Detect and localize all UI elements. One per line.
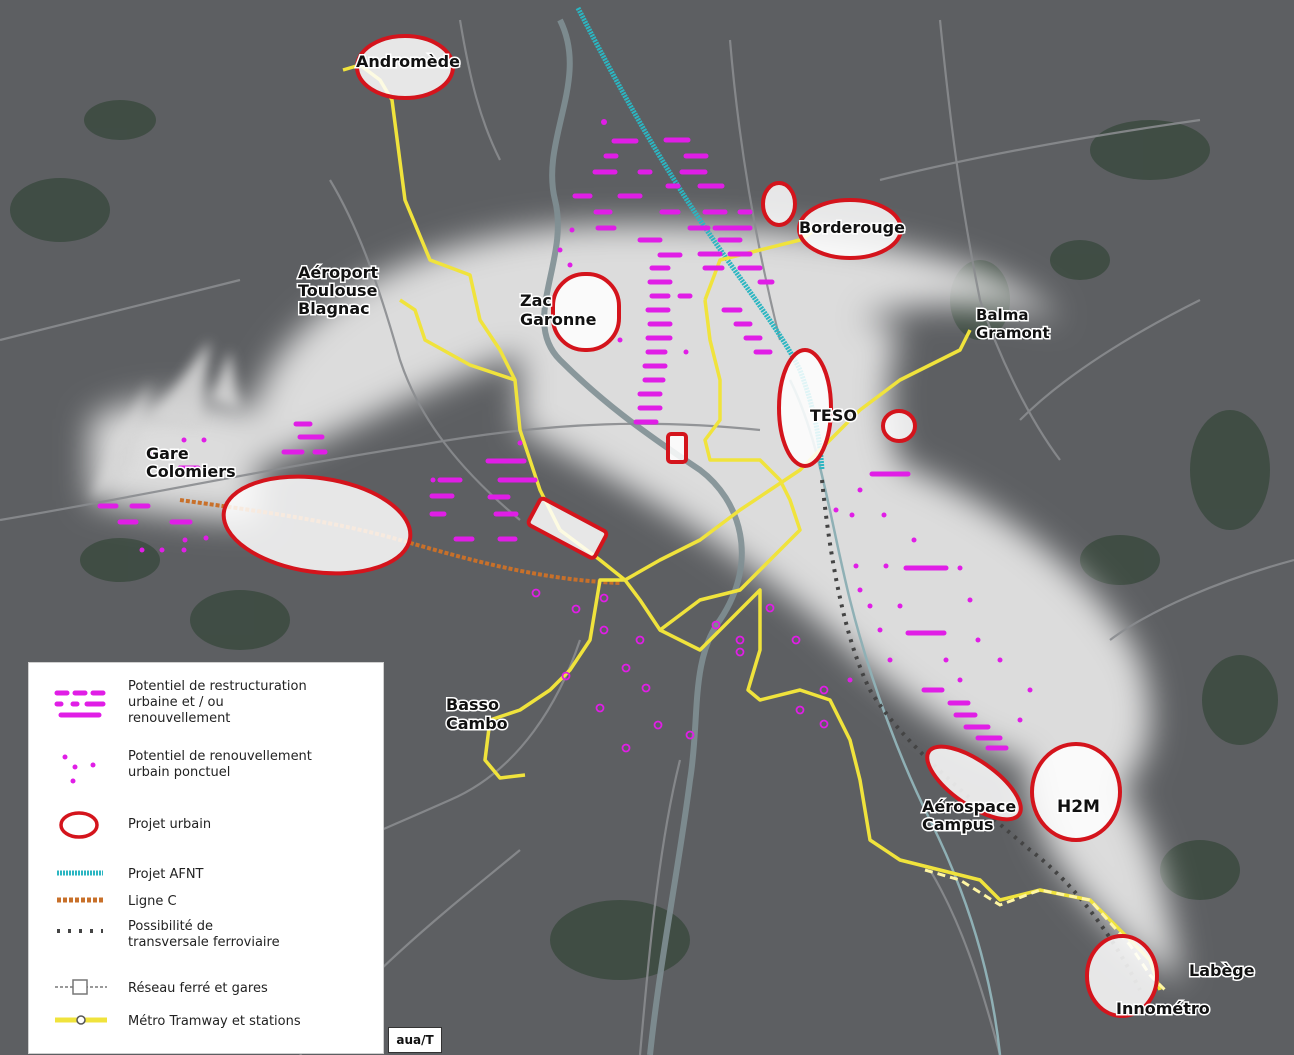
place-label-line: Basso [446,695,499,714]
place-label-h2m: H2M [1057,797,1100,817]
urban-project-ellipse-icon [59,811,99,839]
renewal-ring-markers [531,588,829,753]
project-borderouge[interactable] [797,198,903,260]
place-label-line: Colomiers [146,462,236,481]
project-aerospace[interactable] [916,733,1031,832]
legend-item-rail-option: Possibilité de transversale ferroviaire [29,917,383,953]
urban-projects [217,34,1159,1018]
rail-station-icon [55,979,107,995]
place-label-line: Zac [520,291,552,310]
legend-label: Possibilité de transversale ferroviaire [128,919,280,950]
place-label-line: Gramont [976,324,1050,342]
project-gare-colomiers[interactable] [217,465,416,584]
project-innometro[interactable] [1085,934,1159,1018]
aua-t-logo: aua/T [388,1027,442,1053]
legend: Potentiel de restructuration urbaine et … [28,662,384,1054]
place-label-line: Gare [146,444,189,463]
legend-item-ligne-c: Ligne C [29,892,383,912]
metro-tram-station-icon [55,1015,107,1025]
legend-label: Projet urbain [128,817,212,832]
legend-label: Métro Tramway et stations [128,1014,301,1029]
urban-spike-shapes [90,340,240,500]
place-label-andromede: Andromède [356,52,460,71]
place-label-labege: Labège [1189,961,1255,980]
metro-tram-network [342,63,1162,991]
place-label-line: H2M [1057,797,1100,817]
project-small-east[interactable] [881,409,917,443]
ligne-c-line-icon [57,897,103,903]
rail-option-line [820,479,1142,991]
legend-item-urban-project: Projet urbain [29,811,383,841]
project-teso[interactable] [777,348,833,468]
legend-item-metro-tram: Métro Tramway et stations [29,1012,383,1032]
restructuring-dashes-icon [54,690,106,718]
project-small-center[interactable] [666,432,688,464]
afnt-line-icon [57,870,103,876]
renewal-point-markers [139,119,1033,723]
project-saint-cyprien[interactable] [526,496,609,560]
legend-label: Réseau ferré et gares [128,981,268,996]
legend-item-restructuring: Potentiel de restructuration urbaine et … [29,679,383,731]
rail-option-dots-icon [57,929,103,933]
place-label-line: Andromède [356,52,460,71]
place-label-line: Borderouge [799,218,905,237]
project-borderouge-small[interactable] [761,181,797,227]
legend-label: Projet AFNT [128,867,204,882]
legend-item-rail-stations: Réseau ferré et gares [29,979,383,999]
place-label-line: Balma [976,306,1028,324]
place-label-borderouge: Borderouge [799,218,905,237]
legend-label: Potentiel de renouvellement urbain ponct… [128,749,312,780]
place-label-line: Aérospace [922,797,1016,816]
place-label-line: Blagnac [298,299,370,318]
place-label-line: Campus [922,815,994,834]
project-andromede[interactable] [355,34,455,100]
place-label-line: Garonne [520,310,597,329]
place-label-line: Toulouse [298,281,378,300]
place-label-line: Innométro [1116,999,1210,1018]
legend-item-renewal: Potentiel de renouvellement urbain ponct… [29,749,383,789]
place-label-teso: TESO [810,406,857,425]
river-garonne [541,18,745,1055]
forest-patches [10,100,1278,980]
restructuring-markers [97,137,1009,751]
project-zac-garonne[interactable] [551,272,621,352]
renewal-dots-icon [62,754,96,784]
project-h2m[interactable] [1030,742,1122,842]
legend-label: Ligne C [128,894,177,909]
place-label-line: Labège [1189,961,1255,980]
legend-item-afnt: Projet AFNT [29,865,383,885]
place-label-line: TESO [810,406,857,425]
legend-label: Potentiel de restructuration urbaine et … [128,679,307,726]
place-label-line: Cambo [446,714,508,733]
place-label-line: Aéroport [298,263,378,282]
place-label-innometro: Innométro [1116,999,1210,1018]
